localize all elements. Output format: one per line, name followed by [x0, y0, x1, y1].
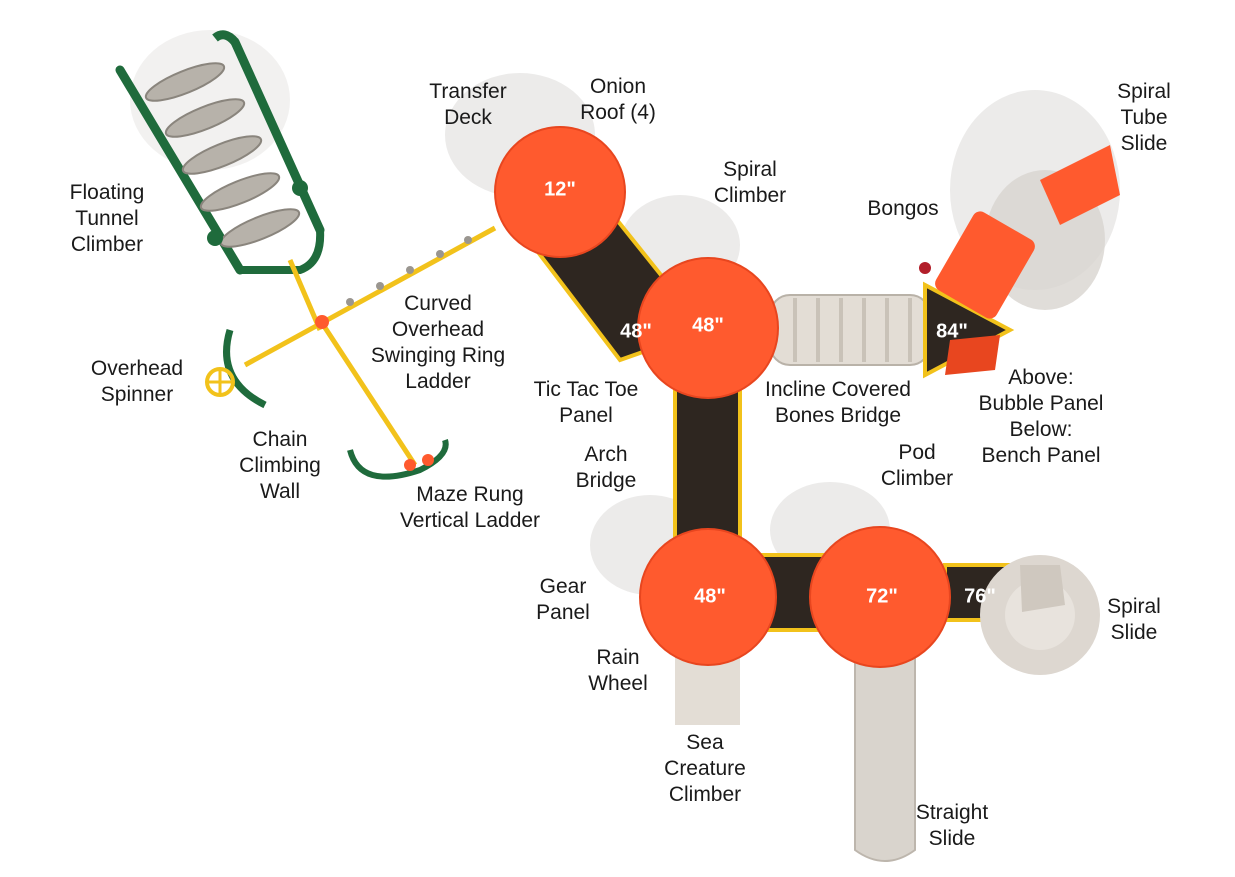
curved-overhead-ladder — [243, 225, 497, 467]
height-deck-center: 48" — [692, 314, 724, 336]
spiral-slide — [980, 555, 1100, 675]
spiral-tube-slide — [935, 145, 1120, 375]
height-bridge-end: 48" — [620, 320, 652, 342]
bongos-icon — [919, 262, 931, 274]
chain-climbing-wall — [347, 439, 449, 480]
height-deck-bottom-right: 76" — [964, 585, 996, 607]
label-bongos: Bongos — [867, 197, 939, 220]
height-deck-top: 12" — [544, 178, 576, 200]
overhead-spinner — [205, 328, 267, 409]
height-deck-bottom-left: 48" — [694, 585, 726, 607]
floating-tunnel-climber — [115, 30, 325, 275]
height-deck-right: 84" — [936, 320, 968, 342]
height-deck-bottom-mid: 72" — [866, 585, 898, 607]
incline-bones-bridge — [769, 294, 931, 366]
straight-slide — [854, 639, 916, 862]
onion-roofs — [494, 126, 951, 668]
junction-cap — [315, 315, 329, 329]
